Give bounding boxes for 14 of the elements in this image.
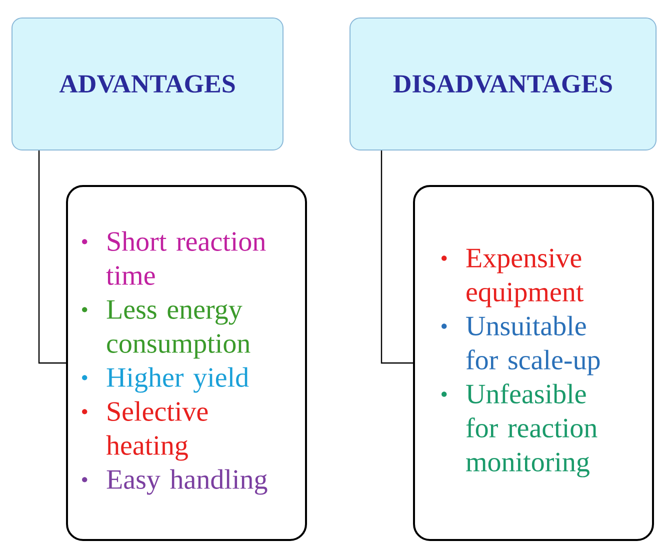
bullet-item: Less energy consumption: [106, 300, 250, 359]
heading-box: ADVANTAGES: [12, 18, 284, 150]
bullet-item: Short reaction time: [106, 231, 266, 285]
bullet-item: Unsuitable for scale-up: [466, 316, 600, 376]
bullet-item: Selective heating: [106, 401, 208, 461]
bullet-item: Higher yield: [106, 367, 249, 393]
connector-line: [38, 150, 66, 364]
connector-line: [380, 150, 413, 364]
bullet-item: Expensive equipment: [466, 248, 584, 308]
list-box: [413, 185, 654, 541]
bullet-item: Unfeasible for reaction monitoring: [466, 384, 598, 478]
heading-box: DISADVANTAGES: [350, 18, 656, 150]
bullet-item: Easy handling: [106, 469, 268, 495]
list-box: [66, 185, 307, 541]
